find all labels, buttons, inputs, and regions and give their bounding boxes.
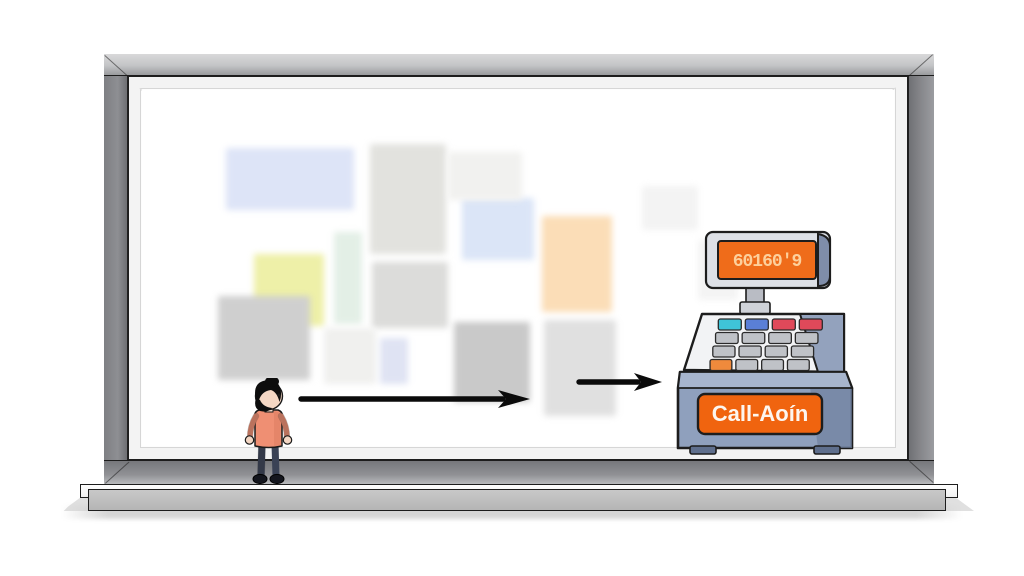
call-again-button-face bbox=[696, 392, 824, 436]
product-block-gray-mid bbox=[372, 262, 448, 328]
register-key[interactable] bbox=[794, 331, 819, 345]
register-key[interactable] bbox=[712, 345, 736, 358]
customer-figure bbox=[238, 376, 300, 492]
register-key[interactable] bbox=[771, 318, 796, 331]
product-block-gray-dark bbox=[454, 322, 530, 402]
product-block-gray-light bbox=[218, 296, 310, 380]
register-key[interactable] bbox=[717, 318, 742, 331]
product-block-cream bbox=[448, 152, 522, 200]
product-block-faint-top bbox=[642, 186, 698, 230]
register-key[interactable] bbox=[741, 331, 766, 345]
register-key[interactable] bbox=[790, 345, 815, 358]
arrow-shelf-to-register bbox=[576, 373, 662, 391]
frame-bevel-bottom bbox=[104, 460, 934, 484]
product-block-peach bbox=[542, 216, 612, 312]
call-again-button-label: Call-Aoín bbox=[712, 401, 809, 426]
product-block-pale-blue bbox=[462, 198, 534, 260]
register-display-text: 60160'9 bbox=[733, 252, 802, 272]
window-sill-face bbox=[88, 489, 946, 511]
register-key[interactable] bbox=[764, 345, 789, 358]
register-key[interactable] bbox=[761, 358, 785, 372]
register-key[interactable] bbox=[709, 358, 733, 372]
product-block-mint bbox=[334, 232, 362, 324]
register-key[interactable] bbox=[768, 331, 793, 345]
product-block-gray-right bbox=[544, 320, 616, 416]
register-key[interactable] bbox=[798, 318, 823, 331]
arrow-customer-to-shelf bbox=[298, 390, 530, 408]
register-key[interactable] bbox=[738, 345, 762, 358]
register-key[interactable] bbox=[744, 318, 769, 331]
register-key[interactable] bbox=[735, 358, 759, 372]
product-block-gray-tall bbox=[370, 144, 446, 254]
register-key[interactable] bbox=[786, 358, 810, 372]
product-block-blue-wide bbox=[226, 148, 354, 210]
register-keypad bbox=[709, 318, 823, 372]
product-block-white-small bbox=[324, 328, 376, 384]
register-key[interactable] bbox=[714, 331, 739, 345]
frame-bevel-right bbox=[908, 54, 934, 484]
frame-bevel-top bbox=[104, 54, 934, 76]
cash-register: 60160'9 Call-Aoín bbox=[668, 222, 864, 462]
frame-bevel-left bbox=[104, 54, 128, 484]
register-display-screen bbox=[717, 240, 817, 280]
product-block-lilac bbox=[380, 338, 408, 384]
